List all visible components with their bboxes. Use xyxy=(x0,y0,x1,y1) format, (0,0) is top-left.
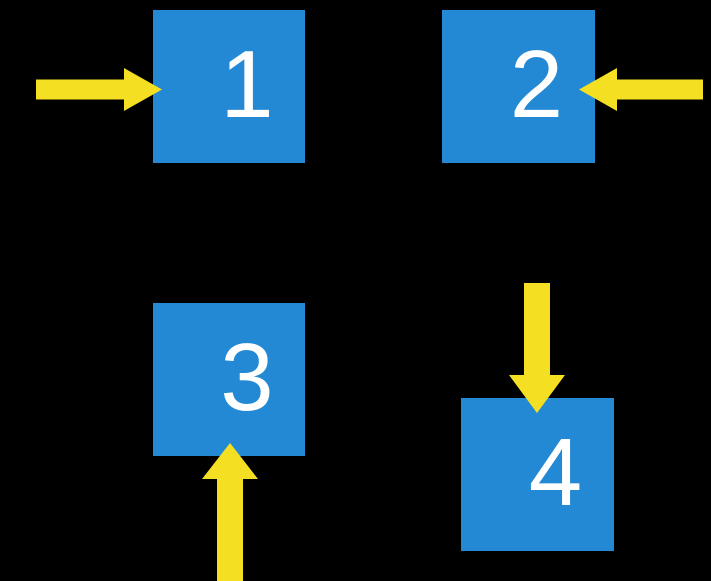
arrow-left-into-node-2-icon xyxy=(579,67,703,111)
arrow-down-into-node-4-icon xyxy=(509,283,565,413)
arrow-up-into-node-3-icon xyxy=(202,443,258,581)
node-box-1[interactable]: 1 xyxy=(153,10,305,163)
node-label-1: 1 xyxy=(220,30,274,138)
node-box-2[interactable]: 2 xyxy=(442,10,595,163)
node-label-3: 3 xyxy=(220,323,274,431)
node-label-4: 4 xyxy=(528,418,583,526)
node-box-3[interactable]: 3 xyxy=(153,303,305,456)
arrow-right-into-node-1-icon xyxy=(36,67,162,111)
node-box-4[interactable]: 4 xyxy=(461,398,614,551)
node-label-2: 2 xyxy=(509,30,564,138)
